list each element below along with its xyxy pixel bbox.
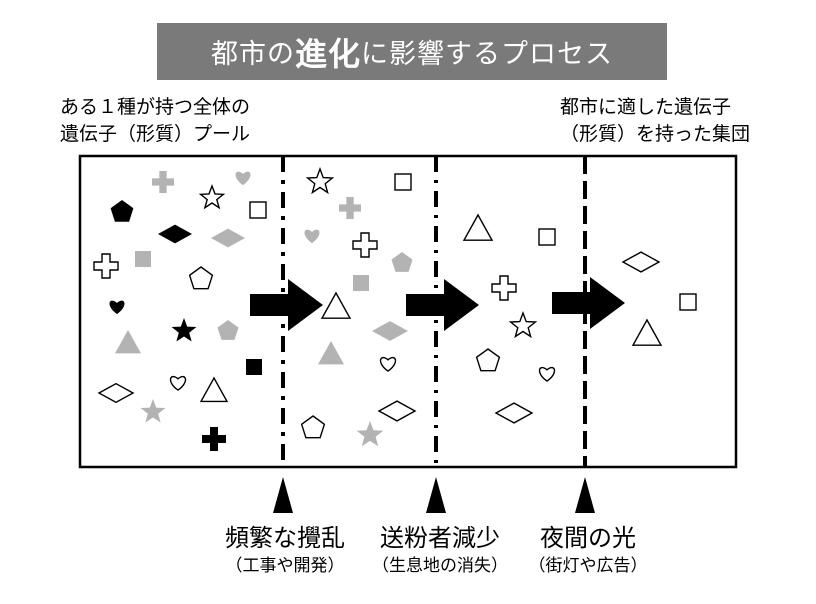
- factor-night-light-label: 夜間の光: [540, 524, 636, 552]
- gene-pool-label-line2: 遺伝子（形質）プール: [60, 123, 251, 145]
- cross-icon: [339, 197, 361, 219]
- factor-pollinator: 送粉者減少 （生息地の消失）: [360, 522, 520, 578]
- title-emphasis: 進化: [294, 34, 361, 73]
- triangle-icon: [318, 341, 344, 365]
- pentagon-icon: [391, 252, 413, 272]
- selection-arrow-icon: [250, 279, 323, 331]
- gene-pool-label-line1: ある１種が持つ全体の: [60, 96, 251, 118]
- factor-pointer-icon: [426, 477, 446, 513]
- heart-icon: [235, 171, 251, 186]
- pentagon-icon: [188, 266, 214, 290]
- triangle-icon: [199, 376, 229, 403]
- square-icon: [246, 359, 262, 375]
- factor-disturbance: 頻繁な攪乱 （工事や開発）: [205, 522, 365, 578]
- title-prefix: 都市の: [210, 39, 295, 70]
- cross-icon: [152, 171, 174, 193]
- cross-icon: [491, 275, 517, 301]
- triangle-icon: [631, 318, 663, 346]
- star-icon: [171, 318, 197, 342]
- gene-pool-label: ある１種が持つ全体の 遺伝子（形質）プール: [60, 94, 250, 148]
- pentagon-icon: [110, 200, 134, 222]
- factor-pollinator-sub: （生息地の消失）: [372, 556, 508, 576]
- factor-disturbance-label: 頻繁な攪乱: [225, 524, 345, 552]
- selection-arrow-icon: [406, 279, 479, 331]
- square-icon: [394, 173, 412, 191]
- square-icon: [679, 293, 697, 311]
- star-icon: [305, 166, 335, 195]
- factor-disturbance-sub: （工事や開発）: [225, 556, 345, 576]
- diamond-icon: [97, 382, 135, 404]
- heart-icon: [304, 229, 320, 244]
- heart-icon: [169, 375, 187, 391]
- pentagon-icon: [217, 320, 239, 340]
- selection-arrow-icon: [552, 277, 625, 329]
- cross-icon: [202, 427, 226, 451]
- square-icon: [538, 228, 556, 246]
- star-icon: [198, 184, 226, 210]
- urban-population-label-line1: 都市に適した遺伝子: [560, 96, 732, 118]
- factor-pointer-icon: [575, 477, 595, 513]
- title-suffix: に影響するプロセス: [361, 39, 613, 70]
- diamond-icon: [377, 400, 417, 422]
- diamond-icon: [372, 321, 408, 341]
- diamond-icon: [211, 228, 245, 248]
- heart-icon: [538, 366, 556, 382]
- cross-icon: [352, 232, 378, 258]
- pentagon-icon: [300, 415, 326, 439]
- urban-population-label: 都市に適した遺伝子 （形質）を持った集団: [560, 94, 750, 148]
- diamond-icon: [494, 402, 534, 424]
- factor-night-light-sub: （街灯や広告）: [528, 556, 648, 576]
- factor-pollinator-label: 送粉者減少: [380, 524, 500, 552]
- diamond-icon: [621, 251, 661, 273]
- diagram-title: 都市の進化に影響するプロセス: [157, 23, 667, 80]
- triangle-icon: [462, 213, 494, 241]
- star-icon: [508, 310, 538, 339]
- square-icon: [135, 251, 151, 267]
- star-icon: [356, 421, 384, 447]
- factor-pointer-icon: [273, 477, 293, 513]
- diamond-icon: [158, 224, 192, 244]
- heart-icon: [109, 300, 125, 315]
- square-icon: [353, 275, 369, 291]
- square-icon: [249, 201, 267, 219]
- star-icon: [140, 399, 166, 423]
- factor-night-light: 夜間の光 （街灯や広告）: [513, 522, 663, 578]
- urban-population-label-line2: （形質）を持った集団: [560, 123, 751, 145]
- cross-icon: [93, 253, 119, 279]
- triangle-icon: [115, 330, 141, 354]
- heart-icon: [379, 356, 397, 372]
- triangle-icon: [320, 291, 352, 319]
- pentagon-icon: [475, 348, 501, 372]
